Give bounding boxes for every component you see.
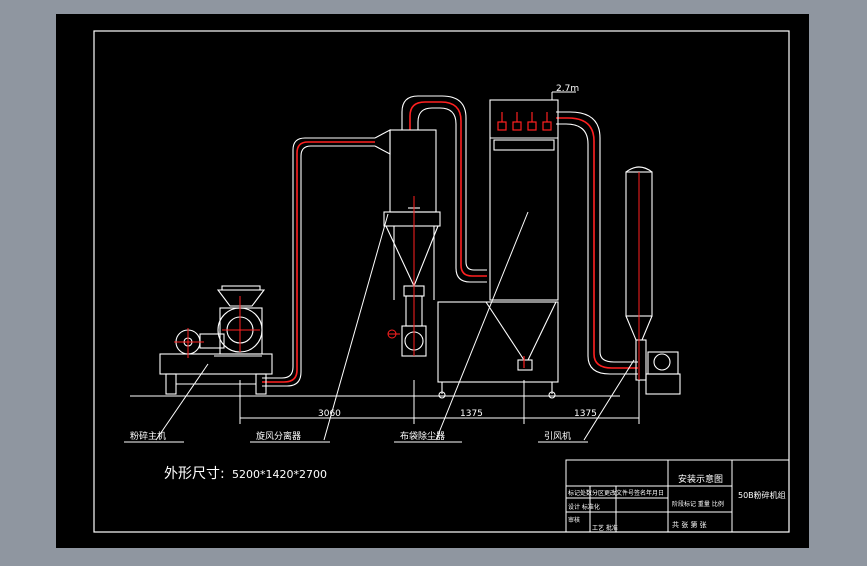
- title-check-row: 审核: [568, 516, 580, 524]
- cyclone-axis: [387, 196, 415, 356]
- drawing-sheet: [56, 14, 809, 548]
- dimension-label-1: 3060: [318, 409, 341, 419]
- overall-size-value: 5200*1420*2700: [232, 468, 327, 481]
- label-dust-collector: 布袋除尘器: [400, 430, 445, 442]
- title-block: [565, 459, 790, 533]
- dimension-label-3: 1375: [574, 409, 597, 419]
- pipe-system: [262, 95, 638, 387]
- label-cyclone: 旋风分离器: [256, 430, 301, 442]
- pipe-centerline: [262, 101, 638, 383]
- dimension-lines: [239, 91, 640, 424]
- product-name: 50B粉碎机组: [738, 490, 786, 500]
- title-sheet-row: 共 张 第 张: [672, 520, 707, 529]
- title-header-row: 标记处数分区更改文件号签名年月日: [568, 489, 664, 497]
- pulse-valves: [497, 112, 552, 368]
- drawing-name: 安装示意图: [678, 473, 723, 485]
- crusher-centerlines: [174, 296, 260, 358]
- title-stage-row: 阶段标记 重量 比例: [672, 500, 724, 508]
- title-design-row: 设计 标准化: [568, 503, 600, 511]
- dimension-label-2: 1375: [460, 409, 483, 419]
- bag-dust-collector: [437, 99, 559, 399]
- top-dimension-label: 2.7m: [556, 84, 579, 94]
- leader-lines: [155, 211, 635, 441]
- title-process-row: 工艺 批准: [592, 524, 618, 532]
- overall-size-prefix: 外形尺寸:: [164, 466, 225, 482]
- drawing-border: [93, 30, 790, 533]
- label-crusher: 粉碎主机: [130, 430, 166, 442]
- label-fan: 引风机: [544, 430, 571, 442]
